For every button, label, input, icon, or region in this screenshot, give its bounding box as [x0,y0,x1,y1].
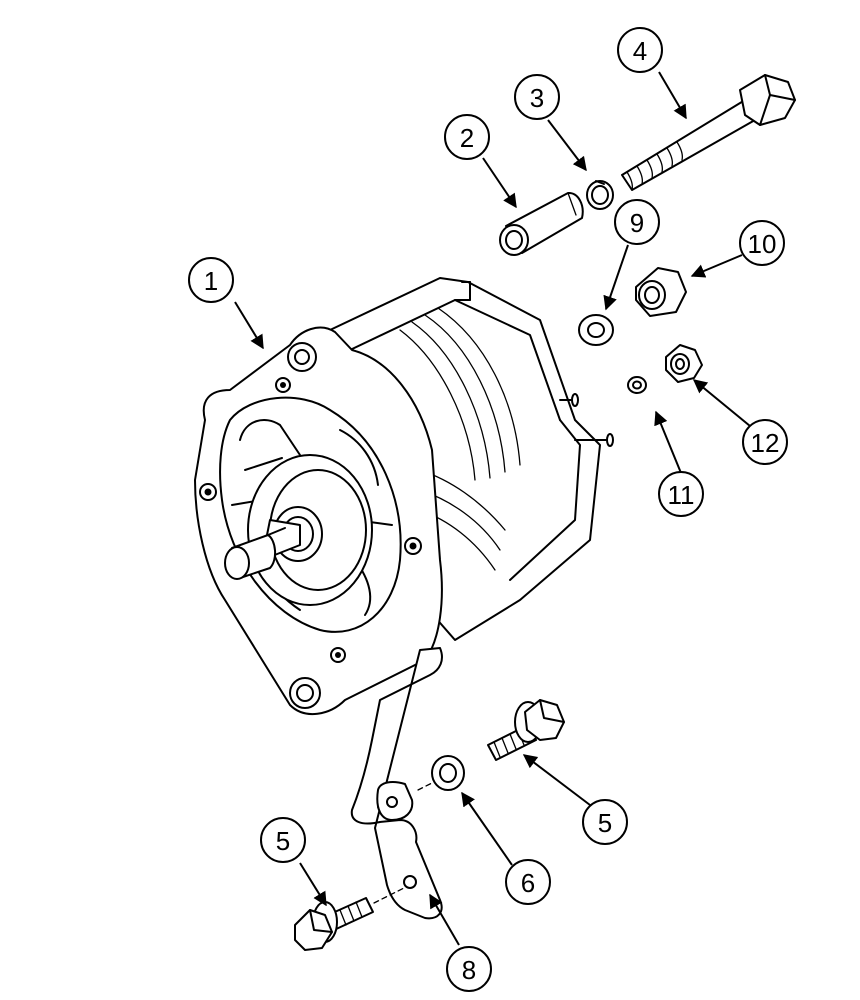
callout-5-left: 5 [260,817,306,863]
flange-bolt-right [487,699,565,761]
small-nut [665,344,703,383]
lock-washer [586,180,614,210]
callout-12: 12 [742,419,788,465]
small-washer [627,376,647,394]
long-bolt [621,74,796,191]
callout-label: 2 [460,123,474,153]
callout-2: 2 [444,114,490,160]
callout-label: 5 [276,826,290,856]
callout-3: 3 [514,74,560,120]
callout-8: 8 [446,946,492,992]
callout-4: 4 [617,27,663,73]
flat-washer [578,314,614,346]
washer [431,755,465,791]
callout-label: 6 [521,868,535,898]
callout-label: 11 [668,480,695,510]
lock-nut [635,267,687,317]
callout-11: 11 [658,471,704,517]
sleeve [499,191,584,256]
callout-6: 6 [505,859,551,905]
bracket [350,647,443,920]
callout-label: 5 [598,808,612,838]
callout-9: 9 [614,199,660,245]
callout-label: 8 [462,955,476,985]
callout-5-right: 5 [582,799,628,845]
assembly-lines [373,782,433,904]
callout-label: 10 [748,229,777,259]
screw-icon [199,377,422,663]
leader-arrows [234,71,751,946]
callout-1: 1 [188,257,234,303]
flange-bolt-left [294,897,374,951]
callout-label: 9 [630,208,644,238]
alternator [194,277,614,716]
callout-label: 1 [204,266,218,296]
callout-label: 3 [530,83,544,113]
callout-10: 10 [739,220,785,266]
callout-label: 12 [751,428,780,458]
callout-label: 4 [633,36,647,66]
